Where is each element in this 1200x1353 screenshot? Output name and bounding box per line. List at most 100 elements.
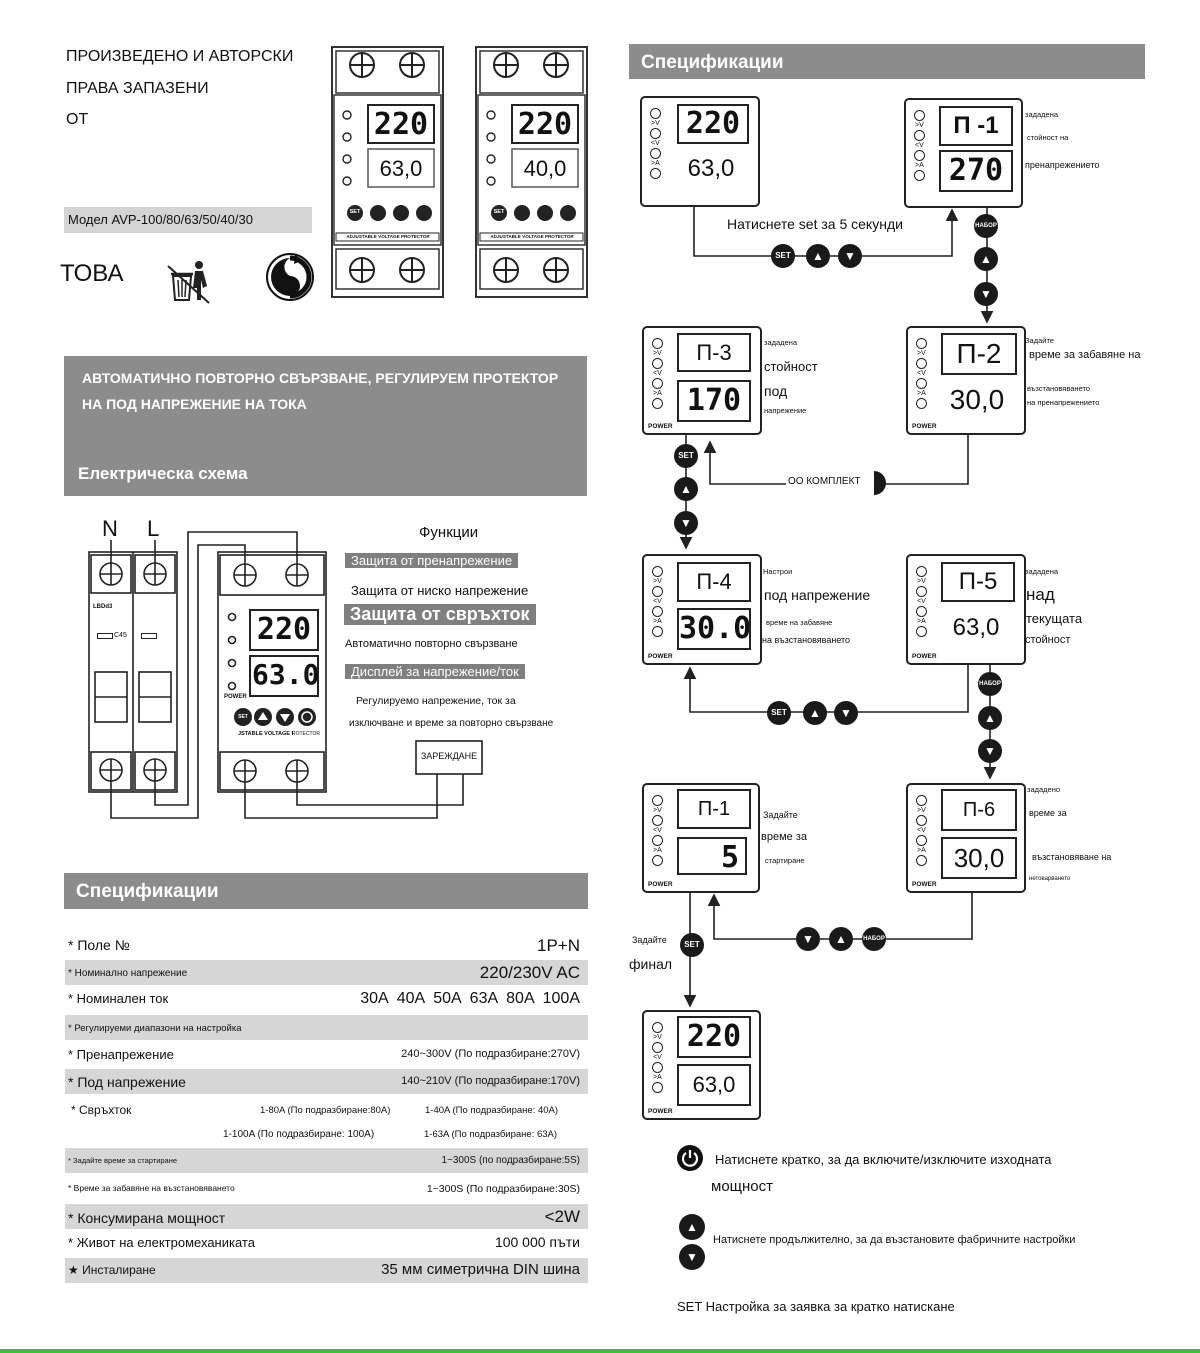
product1-brand: ADJUSTABLE VOLTAGE PROTECTOR — [346, 234, 430, 239]
product2-set-label: SET — [493, 209, 505, 215]
meter-7: >V <V >A POWER П-1 5 — [642, 783, 760, 893]
meter-8: >V <V >A POWER П-6 30,0 — [906, 783, 1026, 893]
product2-brand: ADJUSTABLE VOLTAGE PROTECTOR — [490, 234, 574, 239]
meter-8-note-3: възстановяване на — [1032, 852, 1112, 862]
spec-label: ★ Инсталиране — [68, 1263, 156, 1277]
meter-1-bottom: 63,0 — [677, 150, 745, 188]
meter-7-note-3: стартиране — [765, 856, 805, 865]
meter-4-note-3: възстановяването — [1027, 384, 1090, 393]
meter-8-top: П-6 — [941, 789, 1017, 831]
function-overvoltage: Защита от пренапрежение — [345, 553, 519, 568]
spec-label: * Поле № — [68, 937, 130, 953]
spec-row-overvoltage: * Пренапрежение 240~300V (По подразбиран… — [65, 1042, 588, 1067]
meter-8-note-2: време за — [1029, 808, 1067, 818]
meter-8-note-1: зададено — [1027, 785, 1061, 794]
led-column: >V <V >A — [650, 108, 664, 180]
copyright-line-2: ПРАВА ЗАПАЗЕНИ — [66, 80, 209, 97]
product2-top-display: 220 — [517, 107, 573, 142]
legend-updown-text: Натиснете продължително, за да възстанов… — [713, 1234, 1076, 1246]
flow-down-button-4[interactable]: ▼ — [834, 701, 858, 725]
set-final-label-1: Задайте — [632, 935, 667, 945]
spec-value: 240~300V (По подразбиране:270V) — [401, 1048, 580, 1060]
flow-up-button-5[interactable]: ▲ — [978, 706, 1002, 730]
ok-half-button[interactable] — [862, 471, 886, 495]
spec-value: 1~300S (По подразбиране:30S) — [426, 1183, 580, 1195]
flow-up-button-3[interactable]: ▲ — [674, 477, 698, 501]
breaker-handle-right — [141, 633, 157, 639]
power-button-icon — [677, 1145, 703, 1171]
flow-down-button-5[interactable]: ▼ — [978, 739, 1002, 763]
flow-down-button-1[interactable]: ▼ — [838, 244, 862, 268]
spec-value: 100 000 пъти — [494, 1234, 580, 1250]
flow-nabor-button-2[interactable]: НАБОР — [978, 672, 1002, 696]
meter-5-bottom: 30.0 — [677, 608, 751, 650]
spec-value: 1-80A (По подразбиране:80A) — [260, 1105, 391, 1116]
schematic-set-label: SET — [238, 714, 248, 720]
meter-3-note-4: напрежение — [764, 406, 807, 415]
intro-line-1: АВТОМАТИЧНО ПОВТОРНО СВЪРЗВАНЕ, РЕГУЛИРУ… — [82, 370, 559, 386]
spec-row-voltage: * Номинално напрежение 220/230V AC — [65, 960, 588, 985]
function-display: Дисплей за напрежение/ток — [345, 664, 525, 679]
meter-6-note-3: текущата — [1026, 611, 1083, 626]
flow-down-button-2[interactable]: ▼ — [974, 282, 998, 306]
intro-line-2: НА ПОД НАПРЕЖЕНИЕ НА ТОКА — [82, 396, 307, 412]
breaker-brand: LBDd3 — [93, 604, 113, 610]
function-auto-reconnect: Автоматично повторно свързване — [345, 638, 518, 650]
meter-6-note-2: над — [1026, 585, 1055, 604]
meter-7-note-2: време за — [761, 831, 807, 843]
flow-down-button-3[interactable]: ▼ — [674, 511, 698, 535]
spec-row-overcurrent: * Свръхток 1-80A (По подразбиране:80A) 1… — [65, 1098, 588, 1123]
legend-up-icon: ▲ — [679, 1214, 705, 1240]
legend-down-icon: ▼ — [679, 1244, 705, 1270]
schematic-power-label: POWER — [224, 694, 247, 700]
ok-label: OO КОМПЛЕКТ — [786, 476, 863, 487]
spec-label: * Номинално напрежение — [68, 968, 188, 979]
product-image-2: 220 40,0 SET ADJUSTABLE VOLTAGE PROTECTO… — [474, 45, 589, 298]
function-overcurrent: Защита от свръхток — [344, 604, 536, 625]
spec-value: 140~210V (По подразбиране:170V) — [401, 1075, 580, 1087]
flow-nabor-button-3[interactable]: НАБОР — [862, 927, 886, 951]
trash-bin-icon — [167, 261, 210, 304]
function-adjustable-1: Регулируемо напрежение, ток за — [356, 695, 516, 707]
intro-bar: АВТОМАТИЧНО ПОВТОРНО СВЪРЗВАНЕ, РЕГУЛИРУ… — [64, 356, 587, 496]
breaker-handle-left — [97, 633, 113, 639]
spec-row-life: * Живот на електромеханиката 100 000 път… — [65, 1231, 588, 1256]
legend-power-text-1: Натиснете кратко, за да включите/изключи… — [715, 1152, 1052, 1167]
copyright-line-3: ОТ — [66, 111, 89, 128]
flow-up-button-1[interactable]: ▲ — [806, 244, 830, 268]
meter-5-note-3: време на забавяне — [766, 618, 833, 627]
flow-set-button-4[interactable]: SET — [680, 933, 704, 957]
meter-3-bottom: 170 — [677, 380, 751, 422]
flow-up-button-4[interactable]: ▲ — [803, 701, 827, 725]
specs-title-bar: Спецификации — [64, 873, 588, 909]
spec-label: * Под напрежение — [68, 1074, 186, 1090]
meter-2-note-3: пренапрежението — [1025, 160, 1100, 170]
spec-row-current: * Номинален ток 30A 40A 50A 63A 80A 100A — [65, 987, 588, 1012]
spec-value: 220/230V AC — [479, 963, 580, 982]
flow-set-button-3[interactable]: SET — [767, 701, 791, 725]
flow-nabor-button-1[interactable]: НАБОР — [974, 214, 998, 238]
spec-label: * Задайте време за стартиране — [68, 1156, 178, 1165]
meter-2-note-1: зададена — [1025, 110, 1059, 119]
meter-3-note-1: зададена — [764, 338, 798, 347]
breaker-rating: C45 — [114, 632, 127, 639]
flow-set-button-1[interactable]: SET — [771, 244, 795, 268]
flow-up-button-2[interactable]: ▲ — [974, 247, 998, 271]
meter-2-top: П -1 — [939, 106, 1013, 146]
spec-label: * Номинален ток — [68, 991, 169, 1006]
meter-6-note-4: стойност — [1025, 634, 1071, 646]
schematic-brand-2: ROTECTOR — [292, 731, 320, 737]
flow-set-button-2[interactable]: SET — [674, 444, 698, 468]
functions-title: Функции — [419, 524, 479, 541]
meter-2-bottom: 270 — [939, 150, 1013, 192]
meter-6-note-1: зададена — [1025, 567, 1059, 576]
meter-3-note-2: стойност — [764, 359, 818, 374]
spec-value: 1P+N — [537, 936, 580, 955]
meter-4-note-2: време за забавяне на — [1029, 349, 1141, 361]
flow-up-button-6[interactable]: ▲ — [829, 927, 853, 951]
product1-set-label: SET — [349, 209, 361, 215]
flow-down-button-6[interactable]: ▼ — [796, 927, 820, 951]
spec-label: * Свръхток — [71, 1103, 132, 1117]
schematic-brand: JSTABLE VOLTAGE I — [238, 731, 294, 737]
meter-5-note-1: Настрои — [763, 567, 793, 576]
